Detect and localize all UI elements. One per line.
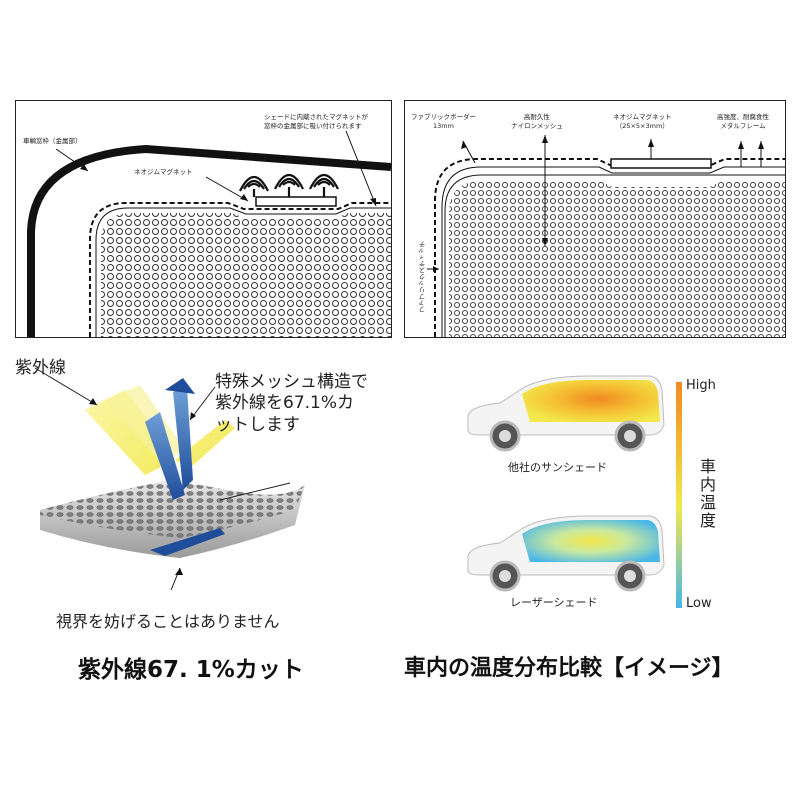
neodymium-magnet-label-line2: （25×5×3mm） [615, 121, 669, 130]
other-shade-label: 他社のサンシェード [508, 461, 607, 474]
temperature-comparison-illustration [467, 375, 665, 592]
nylon-mesh-label-line2: ナイロンメッシュ [511, 121, 563, 130]
nylon-mesh-label: 高耐久性 ナイロンメッシュ [511, 113, 563, 131]
neodymium-magnet-label: ネオジムマグネット （25×5×3mm） [613, 113, 672, 131]
uv-cut-line3: ットします [215, 414, 300, 435]
window-frame-illustration [27, 130, 391, 337]
builtin-magnet-label-line2: 窓枠の金属部に吸い付けられます [264, 121, 362, 130]
uv-cut-line1: 特殊メッシュ構造で [215, 372, 368, 392]
magnet-bar [255, 196, 337, 207]
magnetic-wave-icon [239, 173, 339, 197]
laser-shade-label: レーザーシェード [510, 596, 598, 609]
temperature-legend-bar [676, 382, 682, 608]
uv-cut-description: 特殊メッシュ構造で 紫外線を67.1%カ ットします [215, 372, 368, 436]
uv-cut-line2: 紫外線を67.1%カ [215, 393, 355, 414]
temperature-section-title: 車内の温度分布比較【イメージ】 [404, 656, 734, 681]
legend-high: High [686, 378, 716, 393]
car-other-brand [467, 375, 665, 452]
magnet-diagram-left-panel: 車輌窓枠（金属部） ネオジムマグネット シェードに内蔵されたマグネットが 窓枠の… [15, 100, 392, 338]
magnet-bar [610, 158, 712, 169]
metal-frame-label-line2: メタルフレーム [720, 121, 766, 130]
fabric-border-label-line1: ファブリックボーダー [411, 113, 476, 121]
magnet-label: ネオジムマグネット [134, 168, 193, 176]
uv-mesh-illustration [34, 367, 305, 590]
metal-frame-label-line1: 高強度、耐腐食性 [717, 113, 769, 121]
fabric-border-label: ファブリックボーダー 13mm [411, 113, 476, 131]
builtin-magnet-label: シェードに内蔵されたマグネットが 窓枠の金属部に吸い付けられます [264, 113, 368, 131]
neodymium-magnet-label-line1: ネオジムマグネット [613, 113, 672, 121]
fabric-border-label-line2: 13mm [433, 121, 454, 130]
magnet-diagram-right-panel: ファブリックボーダー 13mm 高耐久性 ナイロンメッシュ ネオジムマグネット … [404, 100, 786, 338]
uv-label: 紫外線 [15, 358, 66, 378]
builtin-magnet-label-line1: シェードに内蔵されたマグネットが [264, 113, 368, 121]
legend-low: Low [686, 596, 712, 611]
visibility-note: 視界を妨げることはありません [56, 612, 280, 631]
car-laser-shade [467, 515, 665, 592]
nylon-mesh-label-line1: 高耐久性 [523, 113, 550, 121]
frame-label: 車輌窓枠（金属部） [23, 137, 82, 145]
shade-structure-illustration [427, 135, 785, 337]
uv-section-title: 紫外線67. 1%カット [78, 657, 304, 683]
metal-frame-label: 高強度、耐腐食性 メタルフレーム [717, 113, 769, 131]
legend-title: 車内温度 [697, 458, 716, 530]
fabric-stitch-label: ファブリックスティッチ [419, 241, 427, 313]
